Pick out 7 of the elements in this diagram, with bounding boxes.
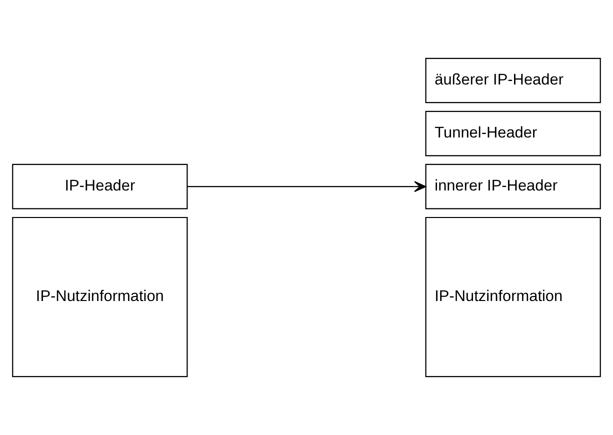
node-box: innerer IP-Header: [425, 164, 601, 210]
node-box: Tunnel-Header: [425, 110, 601, 156]
arrow: [187, 181, 426, 192]
node-box: IP-Header: [12, 164, 188, 210]
node-box: äußerer IP-Header: [425, 58, 601, 104]
node-box: IP-Nutzinformation: [425, 216, 601, 378]
node-box: IP-Nutzinformation: [12, 216, 188, 378]
